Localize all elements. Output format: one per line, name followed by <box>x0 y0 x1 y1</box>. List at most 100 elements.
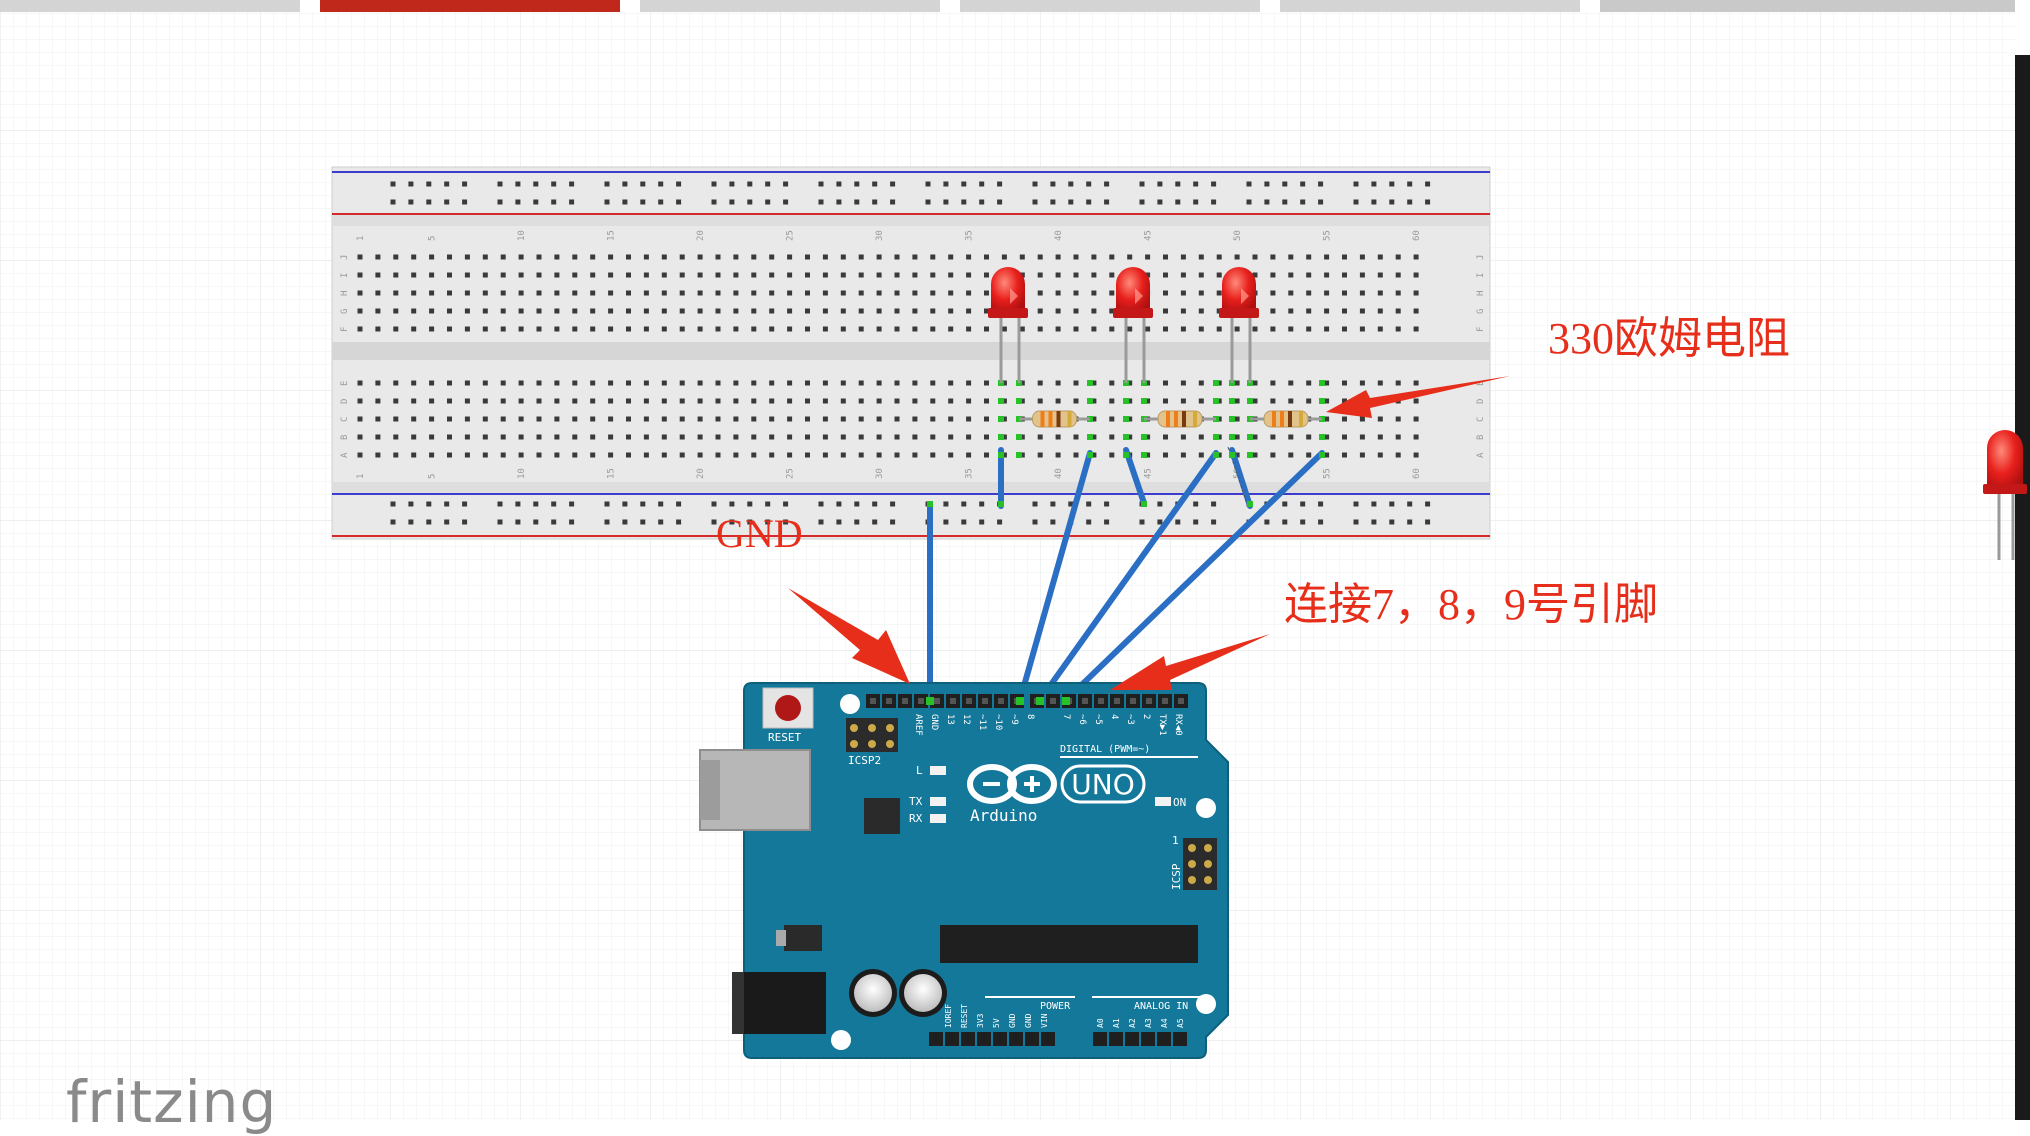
hole <box>984 398 989 404</box>
analog-pin-label: A1 <box>1112 1018 1121 1028</box>
analog-label: ANALOG IN <box>1134 1001 1188 1012</box>
hole <box>715 290 721 296</box>
hole <box>984 308 989 314</box>
header-pin <box>945 1032 959 1046</box>
rail-hole <box>1086 501 1092 507</box>
hole <box>1145 434 1151 440</box>
hole <box>858 416 864 422</box>
reset-button[interactable] <box>775 695 801 721</box>
led-2[interactable] <box>1113 267 1153 383</box>
hole <box>930 272 936 278</box>
connected-hole <box>1087 452 1093 458</box>
arduino-uno-board[interactable]: RESET ICSP2 L TX RX ON DIGITAL (PWM=~) A… <box>699 682 1229 1059</box>
column-number-label: 5 <box>428 236 438 241</box>
hole <box>411 452 417 458</box>
hole <box>1109 308 1115 314</box>
hole <box>858 290 864 296</box>
rail-hole <box>961 181 967 187</box>
hole <box>554 326 560 332</box>
rail-hole <box>961 501 967 507</box>
hole <box>697 254 703 260</box>
hole <box>572 380 578 386</box>
led-1[interactable] <box>988 267 1028 383</box>
tab-4[interactable] <box>960 0 1260 12</box>
hole <box>643 398 649 404</box>
rail-hole <box>658 181 664 187</box>
tab-1[interactable] <box>0 0 300 12</box>
hole <box>930 452 936 458</box>
rail-hole <box>444 181 450 187</box>
hole <box>679 398 685 404</box>
tab-3[interactable] <box>640 0 940 12</box>
tab-5[interactable] <box>1280 0 1580 12</box>
wire-pin-8[interactable] <box>1037 450 1219 703</box>
hole <box>536 452 542 458</box>
resistors[interactable] <box>1019 410 1322 428</box>
hole <box>715 254 721 260</box>
hole <box>1073 452 1079 458</box>
wire-led2-gnd[interactable] <box>1123 447 1147 506</box>
hole <box>715 434 721 440</box>
breadboard[interactable]: 1155101015152020252530303535404045455050… <box>331 166 1491 540</box>
rail-hole <box>408 501 414 507</box>
rail-hole <box>1139 199 1145 205</box>
hole <box>876 326 882 332</box>
connected-hole <box>1141 434 1147 440</box>
hole <box>733 308 739 314</box>
hole <box>697 290 703 296</box>
hole <box>805 308 810 314</box>
connected-hole <box>1213 434 1219 440</box>
hole <box>1377 308 1383 314</box>
hole <box>822 290 828 296</box>
analog-pin-label: A2 <box>1128 1018 1137 1028</box>
rail-hole <box>408 181 414 187</box>
wires[interactable] <box>927 446 1325 703</box>
wire-pin-7[interactable] <box>1063 450 1325 703</box>
rail-hole <box>1050 501 1056 507</box>
connected-hole <box>1229 452 1235 458</box>
rail-hole <box>604 501 610 507</box>
hole <box>643 434 649 440</box>
voltage-regulator <box>784 925 822 951</box>
resistor-330-ohm[interactable] <box>1019 410 1090 428</box>
rail-hole <box>872 501 878 507</box>
hole <box>679 290 685 296</box>
hole <box>572 308 578 314</box>
hole <box>1324 452 1330 458</box>
resistor-330-ohm[interactable] <box>1250 410 1322 428</box>
analog-pin-label: A4 <box>1160 1018 1169 1028</box>
leds[interactable] <box>988 267 1259 383</box>
rail-hole <box>925 199 931 205</box>
hole <box>536 254 542 260</box>
led-partial-offscreen[interactable] <box>1983 430 2027 560</box>
wire-led3-gnd[interactable] <box>1229 447 1253 509</box>
hole <box>1413 272 1419 278</box>
rail-hole <box>1389 519 1395 525</box>
vertical-scrollbar[interactable] <box>2015 55 2030 1120</box>
tab-2[interactable] <box>320 0 620 12</box>
hole <box>733 398 739 404</box>
wire-pin-9[interactable] <box>1017 450 1093 703</box>
rail-hole <box>1353 501 1359 507</box>
hole <box>733 416 739 422</box>
hole <box>554 308 560 314</box>
connected-hole <box>1016 398 1022 404</box>
hole <box>661 272 667 278</box>
resistor-330-ohm[interactable] <box>1144 410 1216 428</box>
hole <box>429 272 435 278</box>
hole <box>966 272 972 278</box>
rail-hole <box>1282 181 1288 187</box>
hole <box>482 416 488 422</box>
hole <box>1127 326 1133 332</box>
power-label: POWER <box>1040 1001 1071 1012</box>
hole <box>1377 434 1383 440</box>
hole <box>1001 452 1007 458</box>
hole <box>1127 380 1133 386</box>
hole <box>1037 254 1043 260</box>
rail-hole <box>658 501 664 507</box>
led-3[interactable] <box>1219 267 1259 383</box>
hole <box>1252 254 1258 260</box>
hole <box>375 380 381 386</box>
atmega-chip <box>940 925 1198 963</box>
hole <box>626 290 631 296</box>
